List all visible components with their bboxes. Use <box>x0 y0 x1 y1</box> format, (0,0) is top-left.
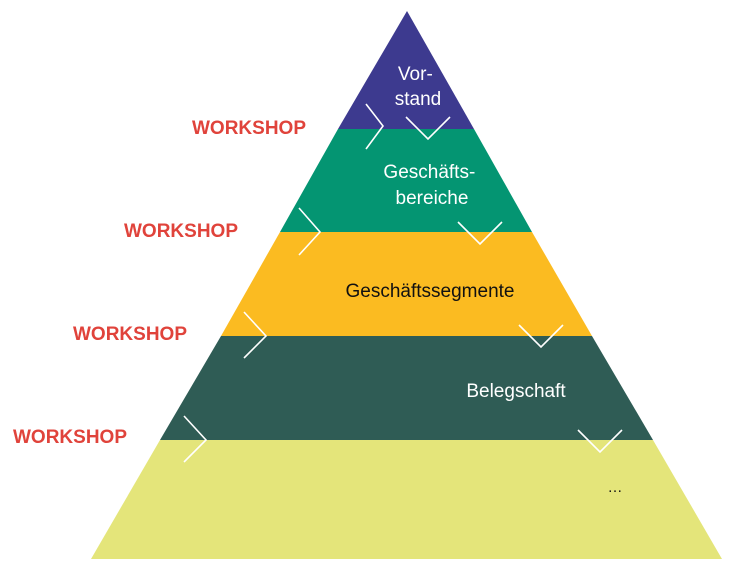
layer-label-geschaeftsbereiche: Geschäfts- bereiche <box>383 162 480 209</box>
chevron-right-icon <box>183 415 208 463</box>
layer-label-vorstand: Vor- stand <box>395 64 441 110</box>
chevron-right-icon <box>243 311 268 359</box>
workshop-label-1: WORKSHOP <box>192 118 306 139</box>
layer-geschaeftsbereiche <box>280 129 532 232</box>
layer-label-line: bereiche <box>396 188 469 209</box>
layer-belegschaft <box>160 336 653 440</box>
workshop-label-3: WORKSHOP <box>73 324 187 345</box>
layer-label-ellipsis: … <box>608 479 623 496</box>
chevron-down-icon <box>405 116 451 141</box>
chevron-right-icon <box>298 207 322 256</box>
workshop-label-4: WORKSHOP <box>13 427 127 448</box>
workshop-label-2: WORKSHOP <box>124 221 238 242</box>
layer-bottom <box>91 440 722 559</box>
layer-label-line: Geschäfts- <box>383 162 475 183</box>
layer-label-line: stand <box>395 89 441 110</box>
layer-label-geschaeftssegmente: Geschäftssegmente <box>346 281 515 302</box>
chevron-down-icon <box>457 221 503 246</box>
chevron-down-icon <box>577 429 623 454</box>
layer-label-belegschaft: Belegschaft <box>466 381 566 402</box>
layer-label-line: Vor- <box>398 64 433 85</box>
chevron-right-icon <box>365 103 385 150</box>
layer-vorstand <box>338 11 474 129</box>
chevron-down-icon <box>518 324 564 349</box>
layer-geschaeftssegmente <box>221 232 592 336</box>
